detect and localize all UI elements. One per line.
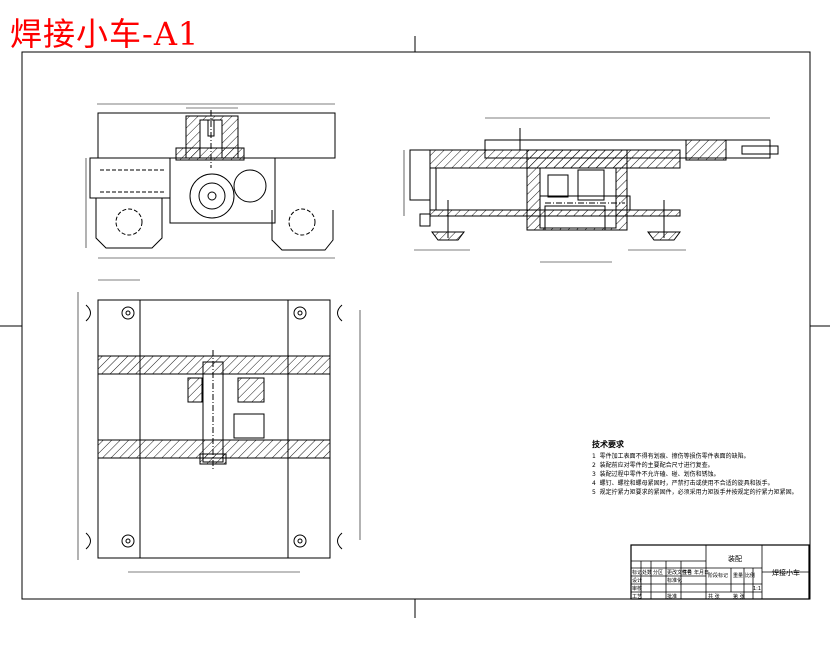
title-block-sheet-total: 共 张	[708, 594, 720, 600]
title-block-standardization: 标准化	[667, 578, 683, 584]
technical-requirements: 技术要求 1 零件加工表面不得有划痕、擦伤等损伤零件表面的缺陷。 2 装配前应对…	[592, 440, 798, 497]
title-block-review: 审核	[632, 586, 643, 592]
technical-note: 4 螺钉、螺栓和螺母紧固时，严禁打击或使用不合适的旋具和扳手。	[592, 480, 774, 487]
title-block-scale: 比例	[745, 573, 756, 579]
title-block-date: 年月日	[694, 570, 710, 576]
technical-note: 1 零件加工表面不得有划痕、擦伤等损伤零件表面的缺陷。	[592, 453, 750, 460]
technical-note: 2 装配前应对零件的主要配合尺寸进行复查。	[592, 462, 714, 469]
title-block-part-label: 装配	[728, 555, 742, 563]
title-block-design: 设计	[632, 578, 643, 584]
title-block-process: 工艺	[632, 594, 643, 600]
title-block	[630, 544, 810, 600]
title-block-count: 处数	[642, 570, 653, 576]
title-block-drawing-name: 焊接小车	[772, 569, 800, 577]
title-block-stage-mark: 阶段标记	[708, 573, 729, 579]
technical-note: 3 装配过程中零件不允许磕、碰、划伤和锈蚀。	[592, 471, 720, 478]
title-block-change-doc: 更改文件号	[667, 570, 693, 576]
title-block-weight: 重量	[733, 573, 744, 579]
drawing-title: 焊接小车-A1	[10, 15, 200, 53]
technical-note: 5 规定拧紧力矩要求的紧固件，必须采用力矩扳手并按规定的拧紧力矩紧固。	[592, 489, 798, 496]
title-block-signature: 签名	[682, 570, 693, 576]
side-view	[403, 117, 779, 263]
title-block-approve: 批准	[667, 594, 678, 600]
title-block-scale-value: 1:1	[753, 586, 762, 592]
top-view	[77, 279, 361, 573]
title-block-mark: 标记	[632, 570, 643, 576]
title-block-sheet-no: 第 张	[733, 594, 745, 600]
drawing-frame	[0, 36, 830, 618]
front-view	[85, 103, 336, 259]
technical-requirements-heading: 技术要求	[592, 440, 624, 449]
title-block-zone: 分区	[653, 570, 664, 576]
